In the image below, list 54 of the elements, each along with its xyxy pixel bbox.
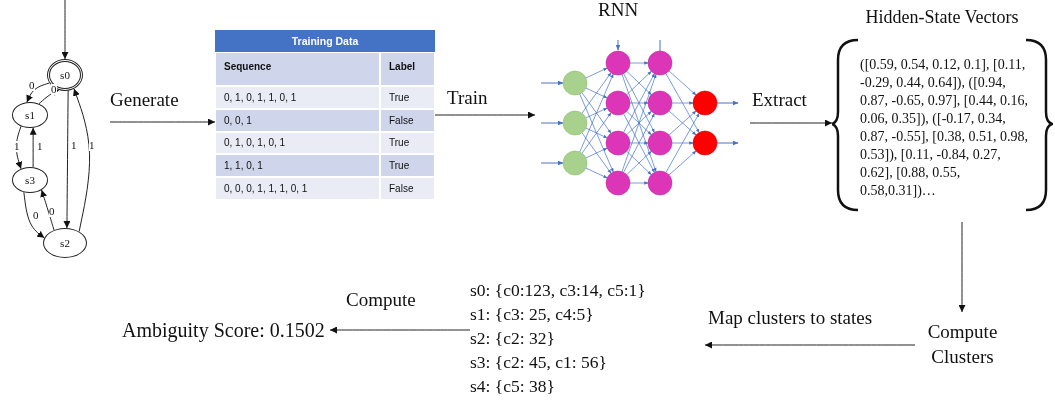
state-label: s2: [60, 237, 70, 249]
state-label: s1: [25, 109, 35, 121]
table-cell: 0, 1, 0, 1, 1, 0, 1: [215, 86, 380, 109]
edge-label: 1: [14, 141, 20, 152]
table-cell: False: [380, 177, 435, 200]
table-cell: True: [380, 131, 435, 155]
state-label: s0: [60, 69, 70, 81]
edge-label: Generate: [110, 90, 179, 109]
edge-label: Map clusters to states: [708, 308, 873, 327]
arrow: [63, 90, 71, 229]
table-cell: 0, 1, 0, 1, 0, 1: [215, 131, 380, 155]
arrow: [958, 221, 966, 313]
arrow: [38, 89, 60, 105]
edge-label: 1: [71, 140, 77, 151]
edge-label: Train: [447, 88, 488, 107]
arrow: [61, 0, 69, 60]
arrow: [704, 341, 916, 349]
table-cell: 1, 1, 0, 1: [215, 154, 380, 178]
arrow: [26, 82, 50, 103]
network-title: RNN: [598, 0, 639, 19]
arrow: [329, 326, 471, 334]
arrow: [23, 191, 45, 239]
column-header: Label: [380, 52, 435, 86]
table-title: Training Data: [215, 30, 435, 52]
state-label: s3: [25, 174, 35, 186]
vector-list: ([0.59, 0.54, 0.12, 0.1], [0.11, -0.29, 0.44, 0.64]), ([0.94, 0.87, -0.65, 0.97], [0.44, 0.16, 0.06, 0.35]), ([-0.17, 0.34, 0.87, -0.55], [0.38, 0.51, 0.98, 0.53]), [0.11, -0.84, 0.27, 0.62], [0.88, 0.55, 0.58,0.31])…: [860, 56, 1032, 200]
edge-label: Compute: [346, 290, 416, 309]
section-title: Hidden-State Vectors: [864, 8, 1020, 26]
table-cell: 0, 0, 1: [215, 108, 380, 132]
edge-label: Extract: [752, 90, 807, 109]
edge-label: 1: [37, 141, 43, 152]
arrow: [109, 118, 216, 126]
edge-label: 0: [49, 206, 55, 217]
table-cell: False: [380, 108, 435, 132]
step-label: Compute Clusters: [926, 320, 999, 369]
table-cell: 0, 0, 0, 1, 1, 1, 0, 1: [215, 177, 380, 200]
column-header: Sequence: [215, 52, 380, 86]
arrow: [434, 111, 536, 119]
cluster-mapping: s2: {c2: 32}: [470, 327, 556, 350]
arrow: [749, 119, 833, 127]
arrow: [73, 88, 91, 232]
edge-label: 0: [33, 210, 39, 221]
table-cell: True: [380, 86, 435, 109]
cluster-mapping: s0: {c0:123, c3:14, c5:1}: [470, 279, 647, 302]
table-cell: True: [380, 154, 435, 178]
cluster-mapping: s1: {c3: 25, c4:5}: [470, 303, 595, 326]
result-label: Ambiguity Score: 0.1502: [122, 318, 325, 343]
edge-label: 0: [51, 84, 57, 95]
arrow: [40, 189, 55, 231]
cluster-mapping: s4: {c5: 38}: [470, 375, 556, 398]
arrow: [29, 127, 37, 168]
edge-label: 1: [89, 140, 95, 151]
edge-label: 0: [29, 80, 35, 91]
cluster-mapping: s3: {c2: 45, c1: 56}: [470, 351, 608, 374]
